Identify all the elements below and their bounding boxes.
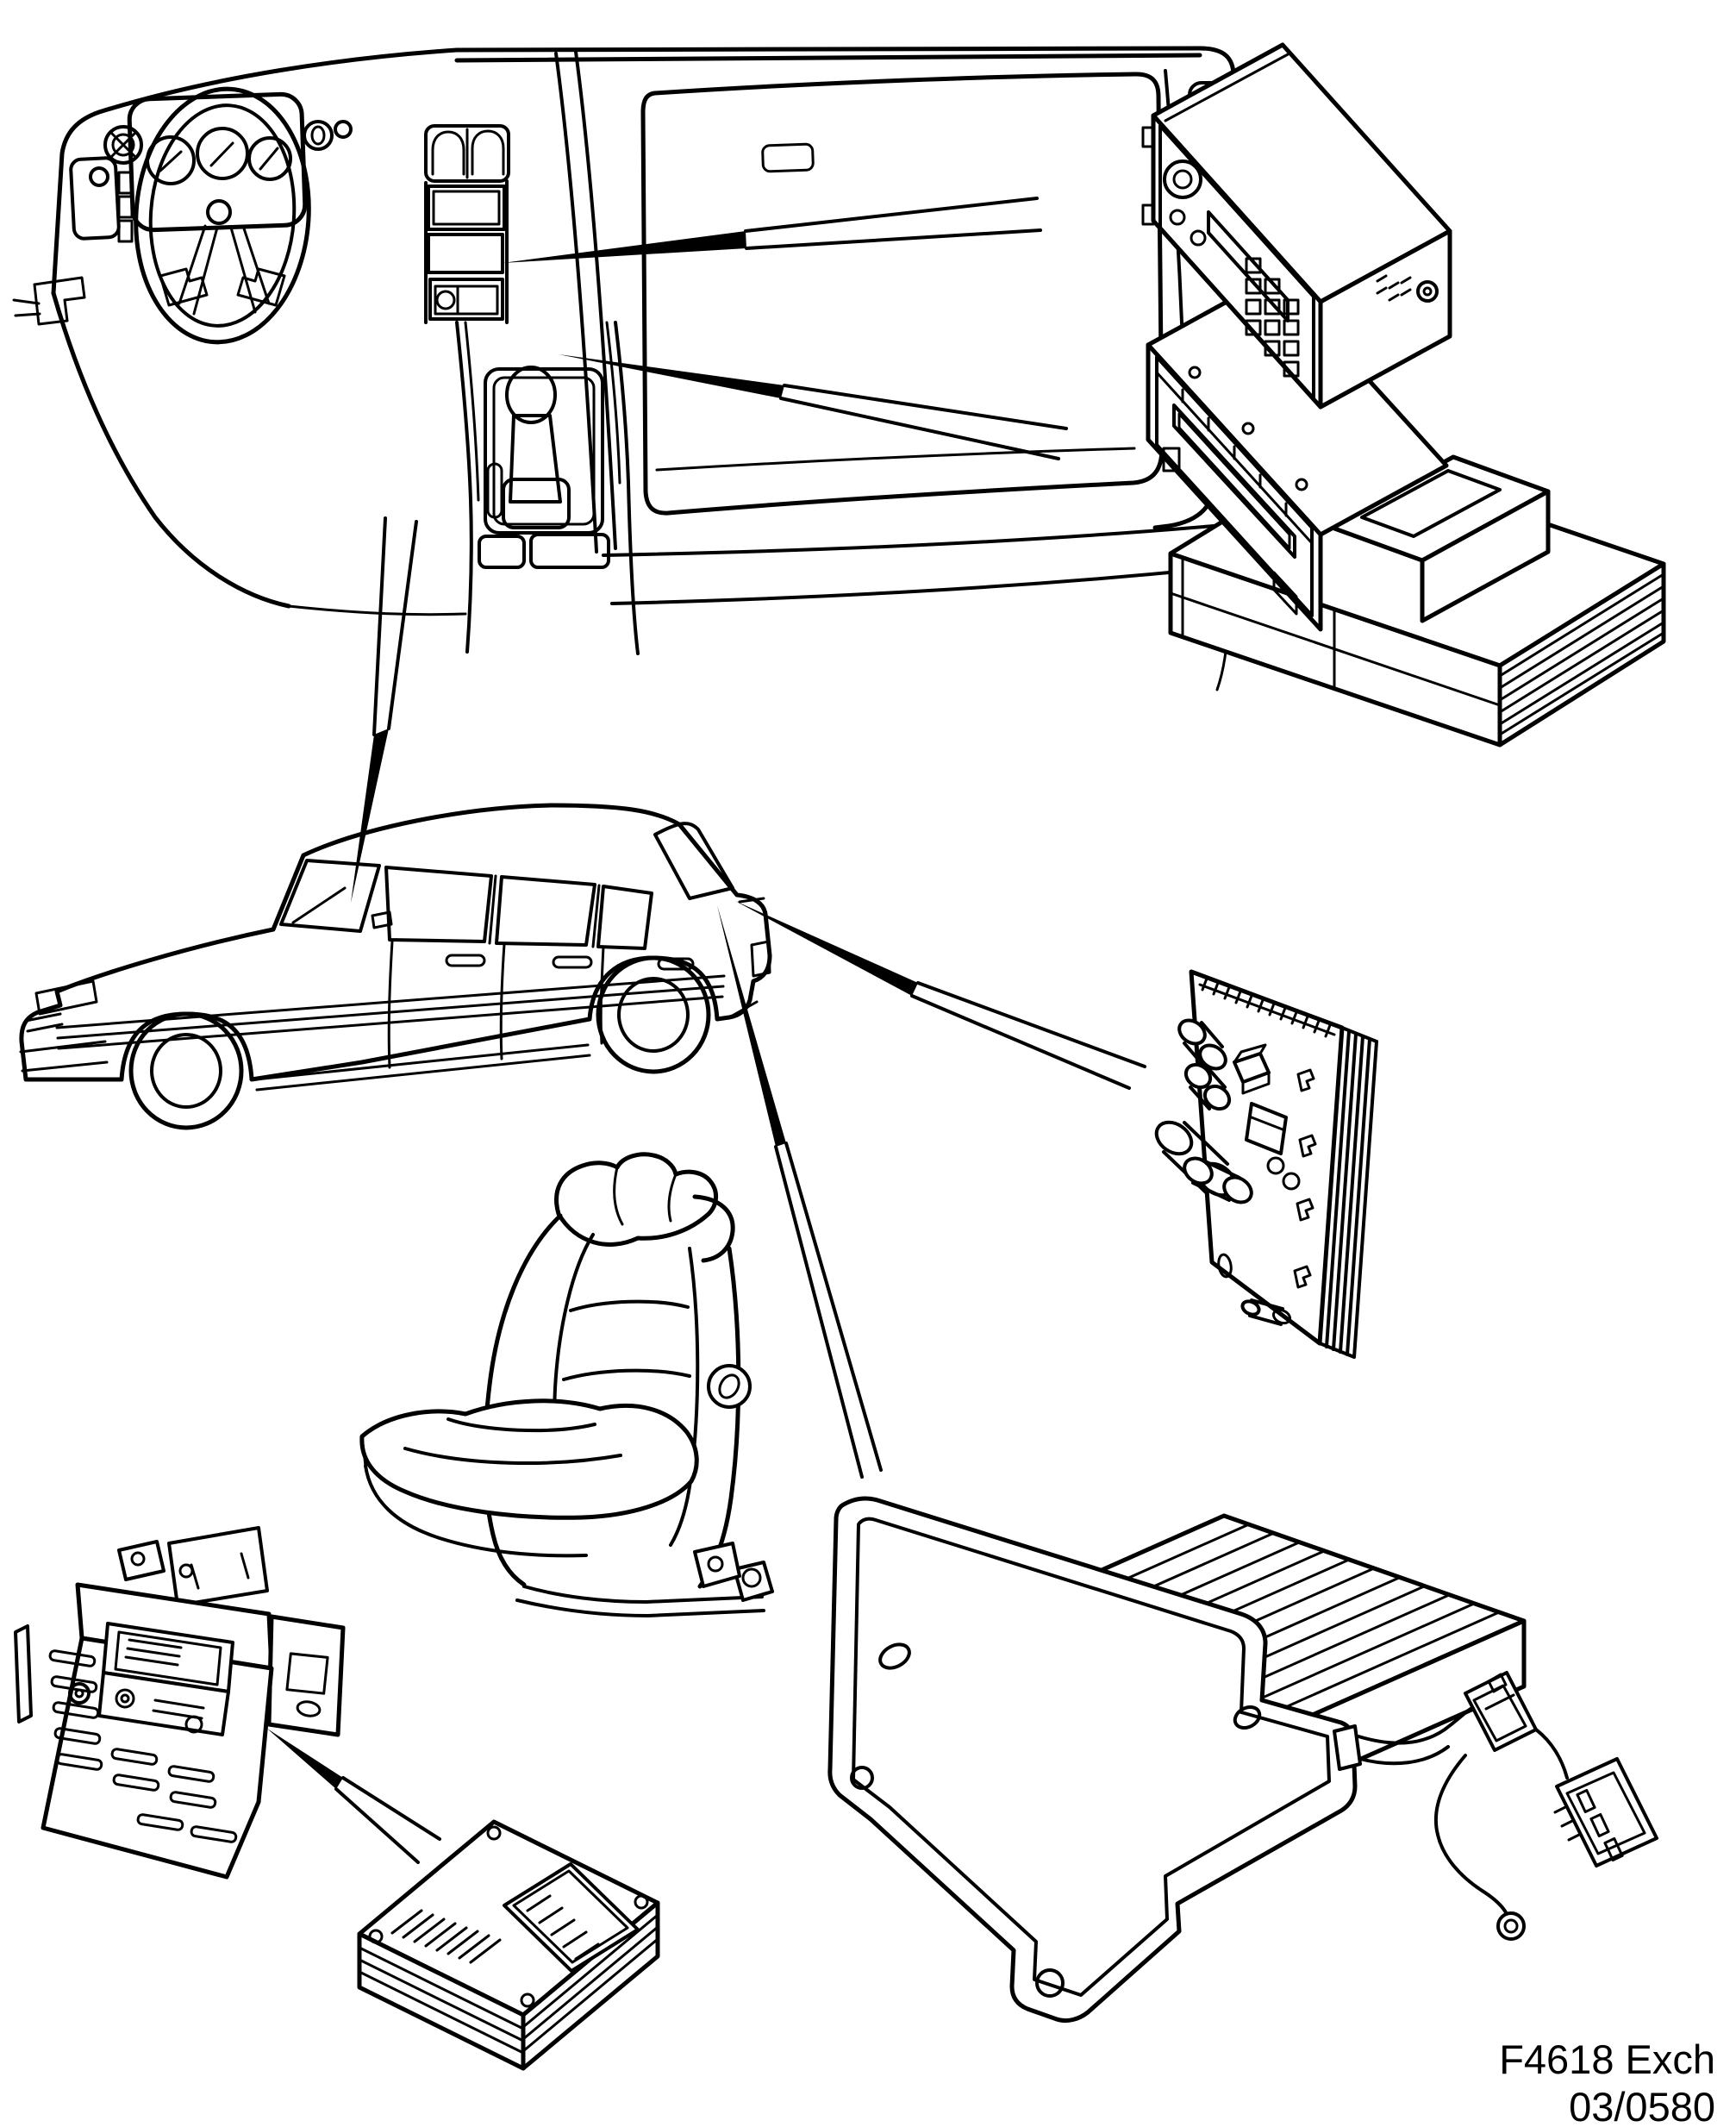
unit-side-port (1416, 280, 1439, 303)
volume-knob (1163, 160, 1202, 199)
pointer-dashboard-to-windshield (351, 516, 418, 903)
radio-button-grid (1245, 257, 1300, 378)
revision-label: 03/0580 (1569, 2084, 1715, 2127)
front-wheel (128, 1011, 244, 1130)
windshield (279, 859, 381, 933)
radio-head-unit (1141, 42, 1452, 410)
steering-wheel (134, 86, 311, 345)
pointer-lines (267, 197, 1146, 1864)
rear-wheel (596, 955, 711, 1074)
gauge-right (247, 136, 292, 181)
bracket-vent-slots (48, 1649, 238, 1843)
pointer-radio-to-upper-slot (503, 197, 1042, 263)
ring-terminal (1496, 1911, 1526, 1941)
glovebox (640, 72, 1165, 516)
gauge-center (196, 127, 249, 180)
capacitors (1154, 1018, 1253, 1204)
figure-code-label: F4618 Exch (1499, 2036, 1715, 2082)
cassette-slot (1172, 404, 1296, 559)
pointer-bracket-to-seat-amplifier (267, 1729, 441, 1864)
amplifier-circuit-board (1154, 969, 1378, 1359)
vent-slashes (390, 1909, 502, 1964)
recline-knob (707, 1364, 752, 1409)
gear-shifter-knob (505, 366, 557, 424)
glovebox-handle (761, 142, 815, 173)
pointer-cassette-to-console-slot (559, 354, 1068, 460)
mounting-bracket (14, 1526, 346, 1880)
dashboard-illustration (12, 46, 1238, 691)
car-illustration (19, 803, 772, 1130)
pointer-quarter-to-rear-amplifier (717, 905, 883, 1479)
cassette-deck-unit (1146, 273, 1551, 632)
dash-radio-slot-upper (427, 185, 506, 231)
dash-radio-slot (427, 233, 504, 274)
seat-illustration (359, 1152, 774, 1617)
seat-cushion (359, 1398, 699, 1520)
rear-shelf-amplifier-assembly (827, 1496, 1658, 2024)
wiring-harness (1333, 1671, 1658, 1941)
headrest (554, 1152, 718, 1247)
center-console (455, 321, 640, 655)
seat-amplifier-box (357, 1819, 660, 2071)
pointer-shelf-to-amplifier-board (735, 901, 1146, 1090)
